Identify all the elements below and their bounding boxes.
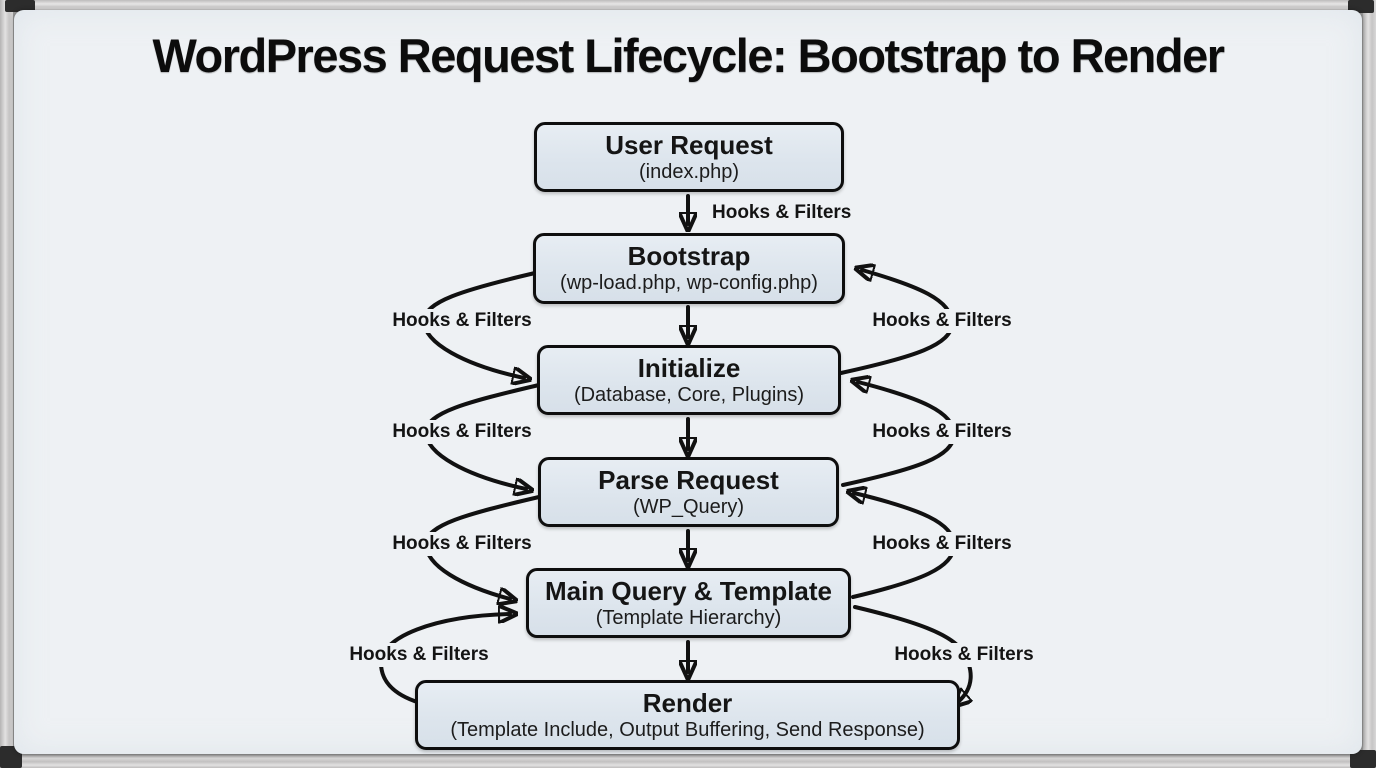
edge-label-hooks-filters: Hooks & Filters (868, 532, 1016, 556)
edge-label-hooks-filters: Hooks & Filters (890, 643, 1038, 667)
edge-label-hooks-filters: Hooks & Filters (388, 309, 536, 333)
node-subtitle: (wp-load.php, wp-config.php) (560, 272, 818, 294)
node-subtitle: (Template Include, Output Buffering, Sen… (450, 718, 925, 741)
diagram-canvas: WordPress Request Lifecycle: Bootstrap t… (14, 10, 1362, 754)
frame-strip-top (0, 0, 1376, 11)
edge-label-hooks-filters: Hooks & Filters (868, 309, 1016, 333)
frame-strip-left (0, 0, 13, 768)
node-render: Render (Template Include, Output Bufferi… (415, 680, 960, 750)
frame-corner-cap (5, 0, 35, 12)
node-title: User Request (605, 129, 773, 160)
node-title: Bootstrap (627, 241, 751, 271)
node-main-query-template: Main Query & Template (Template Hierarch… (526, 568, 851, 638)
node-bootstrap: Bootstrap (wp-load.php, wp-config.php) (533, 233, 845, 304)
node-parse-request: Parse Request (WP_Query) (538, 457, 839, 527)
edge-label-hooks-filters: Hooks & Filters (868, 420, 1016, 444)
edge-label-hooks-filters: Hooks & Filters (345, 643, 493, 667)
edge-label-hooks-filters: Hooks & Filters (388, 420, 536, 444)
edge-label-hooks-filters: Hooks & Filters (712, 202, 852, 223)
edge-label-hooks-filters: Hooks & Filters (388, 532, 536, 556)
frame-corner-cap (1350, 750, 1376, 768)
node-title: Main Query & Template (544, 575, 833, 606)
node-user-request: User Request (index.php) (534, 122, 844, 192)
node-initialize: Initialize (Database, Core, Plugins) (537, 345, 841, 415)
node-title: Parse Request (598, 464, 779, 495)
node-subtitle: (Database, Core, Plugins) (573, 383, 805, 406)
diagram-title: WordPress Request Lifecycle: Bootstrap t… (152, 29, 1225, 82)
node-title: Render (642, 687, 733, 718)
node-subtitle: (WP_Query) (632, 495, 745, 518)
node-subtitle: (Template Hierarchy) (595, 606, 782, 629)
frame-corner-cap (1348, 0, 1374, 13)
frame-strip-bottom (0, 754, 1376, 768)
node-subtitle: (index.php) (638, 160, 740, 183)
node-title: Initialize (637, 352, 741, 383)
frame-strip-right (1363, 0, 1376, 768)
